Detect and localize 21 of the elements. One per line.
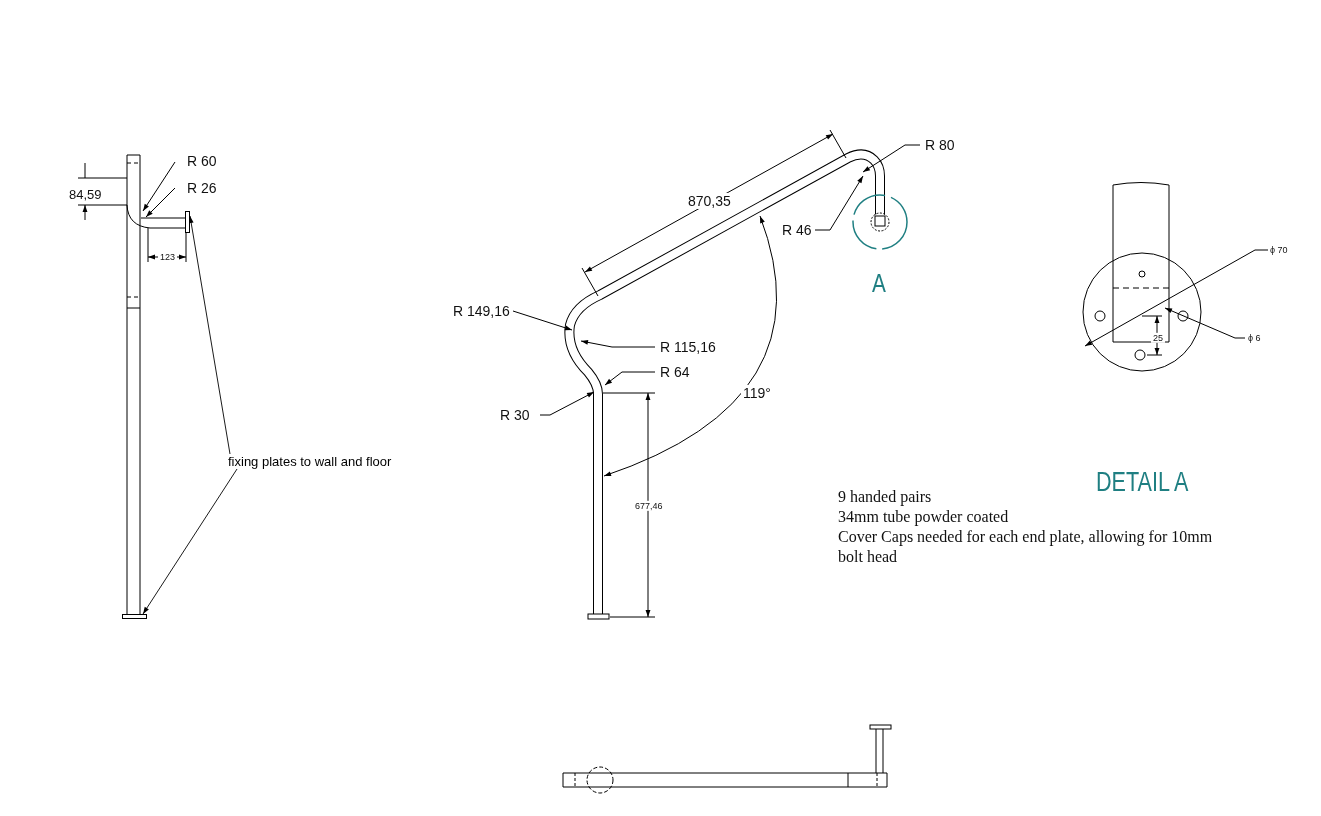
dimension-label: R 149,16 <box>453 302 510 320</box>
dimension-label: R 30 <box>500 406 530 424</box>
dimension-label: R 64 <box>660 363 690 381</box>
note: 34mm tube powder coated <box>838 507 1010 527</box>
dimension-label: ϕ 6 <box>1248 332 1261 344</box>
dimension-label: ϕ 70 <box>1270 244 1288 256</box>
dimension-label: 123 <box>158 251 178 263</box>
view-label: DETAIL A <box>1096 467 1189 499</box>
dimension-label: 84,59 <box>67 187 104 203</box>
callout-text: fixing plates to wall and floor <box>226 454 394 469</box>
dimension-label: R 46 <box>782 221 812 239</box>
dimension-label: 870,35 <box>686 192 733 210</box>
dimension-label: 25 <box>1151 332 1165 344</box>
note: Cover Caps needed for each end plate, allowing for 10mm bolt head <box>838 527 1214 567</box>
view-label: A <box>872 269 886 299</box>
dimension-label: R 80 <box>925 136 955 154</box>
dimension-label: R 60 <box>187 152 217 170</box>
dimension-label: R 26 <box>187 179 217 197</box>
dimension-label: 677,46 <box>633 500 665 512</box>
dimension-label: R 115,16 <box>660 338 716 356</box>
note: 9 handed pairs <box>838 487 933 507</box>
